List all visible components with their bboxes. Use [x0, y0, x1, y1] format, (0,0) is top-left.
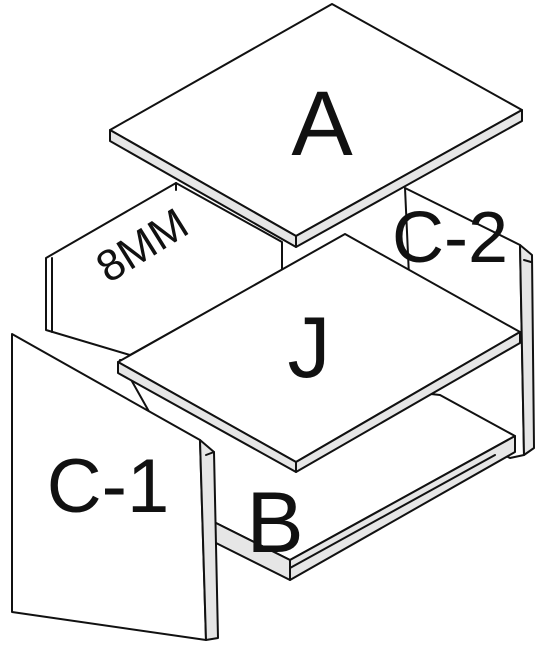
labels: A J B C-1 C-2 8MM — [47, 73, 508, 571]
side-panel-c1 — [11, 333, 219, 641]
top-panel-a — [109, 3, 523, 248]
label-a: A — [291, 73, 353, 175]
label-c2: C-2 — [392, 198, 508, 278]
shelf-panel-j — [117, 233, 521, 473]
label-b: B — [246, 475, 303, 571]
label-j: J — [288, 300, 331, 396]
label-c1: C-1 — [47, 444, 169, 529]
